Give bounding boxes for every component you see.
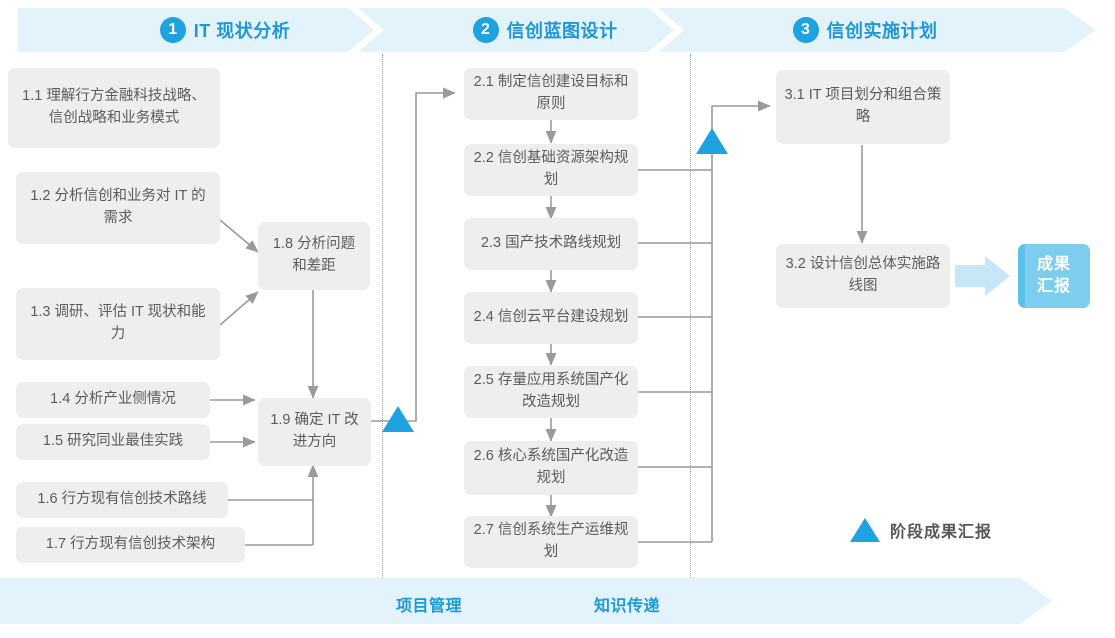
stage-title-3: 信创实施计划	[826, 21, 938, 41]
process-box-2-1[interactable]: 2.1 制定信创建设目标和原则	[464, 68, 638, 120]
wire-1-3-to-1-8	[219, 291, 259, 326]
process-box-1-3[interactable]: 1.3 调研、评估 IT 现状和能力	[16, 288, 220, 360]
phase-divider-1	[382, 54, 383, 578]
stage-number-badge-2: 2	[472, 17, 499, 43]
wire-bus-to-3-1	[711, 100, 771, 542]
process-box-2-4[interactable]: 2.4 信创云平台建设规划	[464, 292, 638, 344]
process-box-1-7[interactable]: 1.7 行方现有信创技术架构	[16, 527, 245, 563]
footer-banner	[0, 578, 1052, 624]
process-box-2-6[interactable]: 2.6 核心系统国产化改造规划	[464, 441, 638, 495]
process-box-1-2[interactable]: 1.2 分析信创和业务对 IT 的需求	[16, 172, 220, 244]
phase-header-banner	[18, 8, 1096, 52]
result-badge-line2: 汇报	[1036, 278, 1071, 295]
phase-divider-2	[690, 54, 691, 578]
stage-header-1[interactable]: 1 IT 现状分析	[100, 8, 350, 52]
wire-1-9-to-2-1	[371, 87, 456, 422]
stage-number-badge-1: 1	[159, 17, 186, 43]
process-box-2-7[interactable]: 2.7 信创系统生产运维规划	[464, 516, 638, 568]
wire-3-2-to-result	[955, 256, 1010, 296]
milestone-marker-phase2	[696, 128, 728, 154]
process-box-2-5[interactable]: 2.5 存量应用系统国产化改造规划	[464, 366, 638, 418]
process-box-3-2[interactable]: 3.2 设计信创总体实施路线图	[776, 244, 950, 308]
process-box-3-1[interactable]: 3.1 IT 项目划分和组合策略	[776, 70, 950, 144]
process-box-1-9[interactable]: 1.9 确定 IT 改进方向	[258, 398, 371, 466]
process-box-1-6[interactable]: 1.6 行方现有信创技术路线	[16, 482, 228, 518]
footer-label-knowledge-transfer[interactable]: 知识传递	[594, 598, 661, 615]
stage-number-badge-3: 3	[792, 17, 819, 43]
result-badge-line1: 成果	[1036, 256, 1071, 274]
footer-label-project-management[interactable]: 项目管理	[396, 598, 463, 615]
process-box-2-3[interactable]: 2.3 国产技术路线规划	[464, 218, 638, 270]
stage-title-1: IT 现状分析	[193, 21, 291, 41]
result-badge[interactable]: 成果 汇报	[1018, 244, 1090, 308]
triangle-icon	[850, 518, 880, 542]
process-box-1-5[interactable]: 1.5 研究同业最佳实践	[16, 424, 210, 460]
legend-milestone: 阶段成果汇报	[850, 518, 992, 542]
legend-milestone-label: 阶段成果汇报	[890, 524, 993, 541]
process-box-1-4[interactable]: 1.4 分析产业侧情况	[16, 382, 210, 418]
process-box-1-8[interactable]: 1.8 分析问题和差距	[258, 222, 370, 290]
stage-header-2[interactable]: 2 信创蓝图设计	[420, 8, 670, 52]
wire-1-2-to-1-8	[219, 219, 259, 253]
process-box-2-2[interactable]: 2.2 信创基础资源架构规划	[464, 144, 638, 196]
stage-title-2: 信创蓝图设计	[506, 21, 618, 41]
stage-header-3[interactable]: 3 信创实施计划	[740, 8, 990, 52]
milestone-marker-phase1	[382, 406, 414, 432]
process-box-1-1[interactable]: 1.1 理解行方金融科技战略、信创战略和业务模式	[8, 68, 220, 148]
